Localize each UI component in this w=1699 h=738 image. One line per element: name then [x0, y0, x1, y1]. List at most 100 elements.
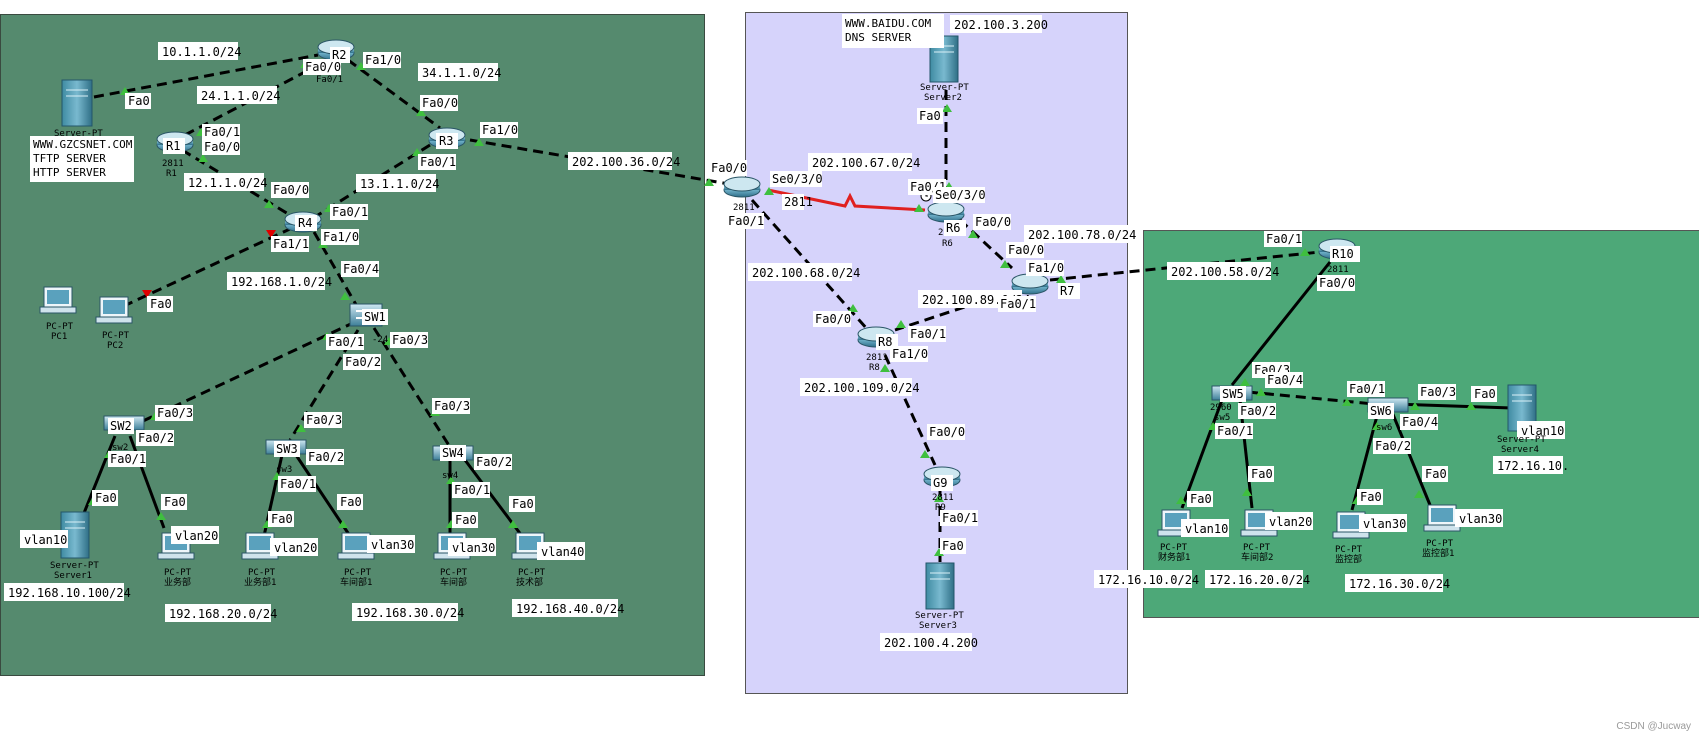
- network-label: 13.1.1.0/24: [356, 174, 439, 192]
- svg-text:WWW.GZCSNET.COM: WWW.GZCSNET.COM: [33, 138, 133, 151]
- pc-icon[interactable]: [337, 532, 375, 560]
- caption-r1: R1: [166, 169, 177, 179]
- vlan-label: vlan20: [1265, 512, 1313, 530]
- port-label: Fa0/1: [278, 476, 316, 492]
- port-label: Fa1/0: [1026, 260, 1064, 276]
- caption-chejianbu2-type: PC-PT: [1243, 543, 1271, 553]
- caption-server4: Server4: [1501, 445, 1539, 455]
- caption-server2-type: Server-PT: [920, 83, 969, 93]
- pc-icon[interactable]: [95, 296, 133, 324]
- pc-icon[interactable]: [1157, 509, 1195, 537]
- network-label: 202.100.78.0/24: [1024, 225, 1136, 243]
- svg-text:Fa0/2: Fa0/2: [1240, 404, 1276, 418]
- network-label: 202.100.58.0/24: [1167, 262, 1279, 280]
- link-r5-r6-serial: [767, 188, 926, 212]
- svg-text:vlan20: vlan20: [175, 529, 218, 543]
- svg-text:Fa0: Fa0: [942, 539, 964, 553]
- port-label: Fa0/0: [709, 160, 747, 176]
- router-icon[interactable]: [927, 201, 965, 223]
- server-icon[interactable]: [61, 79, 93, 127]
- router-icon[interactable]: [1011, 273, 1049, 295]
- port-label: Fa0/1: [1347, 381, 1385, 397]
- port-label: Fa0/2: [306, 449, 344, 465]
- port-up-icon: [920, 450, 930, 458]
- svg-text:R6: R6: [946, 221, 960, 235]
- svg-text:Fa0: Fa0: [128, 94, 150, 108]
- link-r8-r9: [883, 354, 937, 466]
- caption-yewubu1: 业务部1: [244, 576, 276, 588]
- svg-text:Fa0/3: Fa0/3: [434, 399, 470, 413]
- svg-text:172.16.10.: 172.16.10.: [1497, 459, 1569, 473]
- port-label: Fa0/2: [1238, 403, 1276, 419]
- port-up-icon: [896, 320, 906, 328]
- router-icon[interactable]: [723, 176, 761, 198]
- svg-text:192.168.10.100/24: 192.168.10.100/24: [8, 586, 131, 600]
- caption-jiankongbu1: 监控部1: [1422, 547, 1454, 559]
- pc-icon[interactable]: [241, 532, 279, 560]
- link-sw3-pc2: [294, 454, 352, 537]
- network-label: 202.100.68.0/24: [748, 263, 860, 281]
- device-tag-r1: R1: [163, 138, 185, 154]
- svg-text:13.1.1.0/24: 13.1.1.0/24: [360, 177, 439, 191]
- svg-text:Fa0/2: Fa0/2: [476, 455, 512, 469]
- device-tag-r6: R6: [944, 220, 966, 236]
- svg-text:Fa1/0: Fa1/0: [323, 230, 359, 244]
- port-up-icon: [1242, 488, 1252, 496]
- svg-text:202.100.78.0/24: 202.100.78.0/24: [1028, 228, 1136, 242]
- port-label: Se0/3/0: [933, 187, 986, 203]
- vlan-label: vlan30: [448, 538, 496, 556]
- caption-yewubu-type: PC-PT: [164, 568, 192, 578]
- caption-server2: Server2: [924, 93, 962, 103]
- network-label: 24.1.1.0/24: [197, 86, 280, 104]
- svg-text:vlan30: vlan30: [1459, 512, 1502, 526]
- svg-text:Fa0/1: Fa0/1: [1266, 232, 1302, 246]
- svg-text:Fa0/1: Fa0/1: [1349, 382, 1385, 396]
- port-label: Fa0/2: [474, 454, 512, 470]
- device-tag-sw1: SW1: [362, 309, 388, 325]
- server-icon[interactable]: [60, 511, 90, 559]
- caption-r2: Fa0/1: [316, 75, 343, 85]
- pc-icon[interactable]: [39, 286, 77, 314]
- svg-text:Fa0/3: Fa0/3: [306, 413, 342, 427]
- caption-sw5: sw5: [1214, 413, 1230, 423]
- caption-r6-model: 2: [938, 228, 943, 238]
- svg-text:Fa0/1: Fa0/1: [332, 205, 368, 219]
- server-icon[interactable]: [925, 562, 955, 610]
- svg-text:202.100.68.0/24: 202.100.68.0/24: [752, 266, 860, 280]
- svg-text:R4: R4: [298, 216, 312, 230]
- port-label: Fa0/1: [330, 204, 368, 220]
- network-label: 12.1.1.0/24: [184, 173, 267, 191]
- caption-chejianbu-type: PC-PT: [440, 568, 468, 578]
- svg-text:192.168.40.0/24: 192.168.40.0/24: [516, 602, 624, 616]
- device-tag-sw4: SW4: [440, 445, 466, 461]
- port-up-icon: [1000, 260, 1010, 268]
- port-label: Fa0/1: [726, 213, 764, 229]
- port-label: Fa0/0: [202, 139, 240, 155]
- svg-text:vlan30: vlan30: [371, 538, 414, 552]
- port-label: Fa0/1: [452, 482, 490, 498]
- port-label: Fa0/4: [1400, 414, 1438, 430]
- svg-text:G9: G9: [933, 476, 947, 490]
- svg-text:vlan30: vlan30: [452, 541, 495, 555]
- svg-text:vlan10: vlan10: [1521, 424, 1564, 438]
- pc-icon[interactable]: [1423, 504, 1461, 532]
- svg-text:Fa0/1: Fa0/1: [454, 483, 490, 497]
- network-label: 202.100.67.0/24: [808, 153, 920, 171]
- svg-text:Se0/3/0: Se0/3/0: [935, 188, 986, 202]
- port-label: Fa0: [161, 494, 187, 510]
- svg-text:24.1.1.0/24: 24.1.1.0/24: [201, 89, 280, 103]
- port-down-icon: [266, 230, 276, 238]
- svg-text:R7: R7: [1060, 284, 1074, 298]
- port-up-icon: [508, 520, 518, 528]
- device-tag-g9: G9: [931, 475, 953, 491]
- port-label: Fa0/1: [202, 124, 240, 140]
- link-r10-sw5: [1230, 261, 1332, 386]
- pc-icon[interactable]: [1332, 511, 1370, 539]
- svg-text:Fa0/1: Fa0/1: [328, 335, 364, 349]
- caption-chejianbu: 车间部: [440, 576, 467, 588]
- svg-text:HTTP SERVER: HTTP SERVER: [33, 166, 106, 179]
- caption-yewubu: 业务部: [164, 576, 191, 588]
- svg-text:Fa1/0: Fa1/0: [1028, 261, 1064, 275]
- link-sw1-sw4: [372, 327, 452, 448]
